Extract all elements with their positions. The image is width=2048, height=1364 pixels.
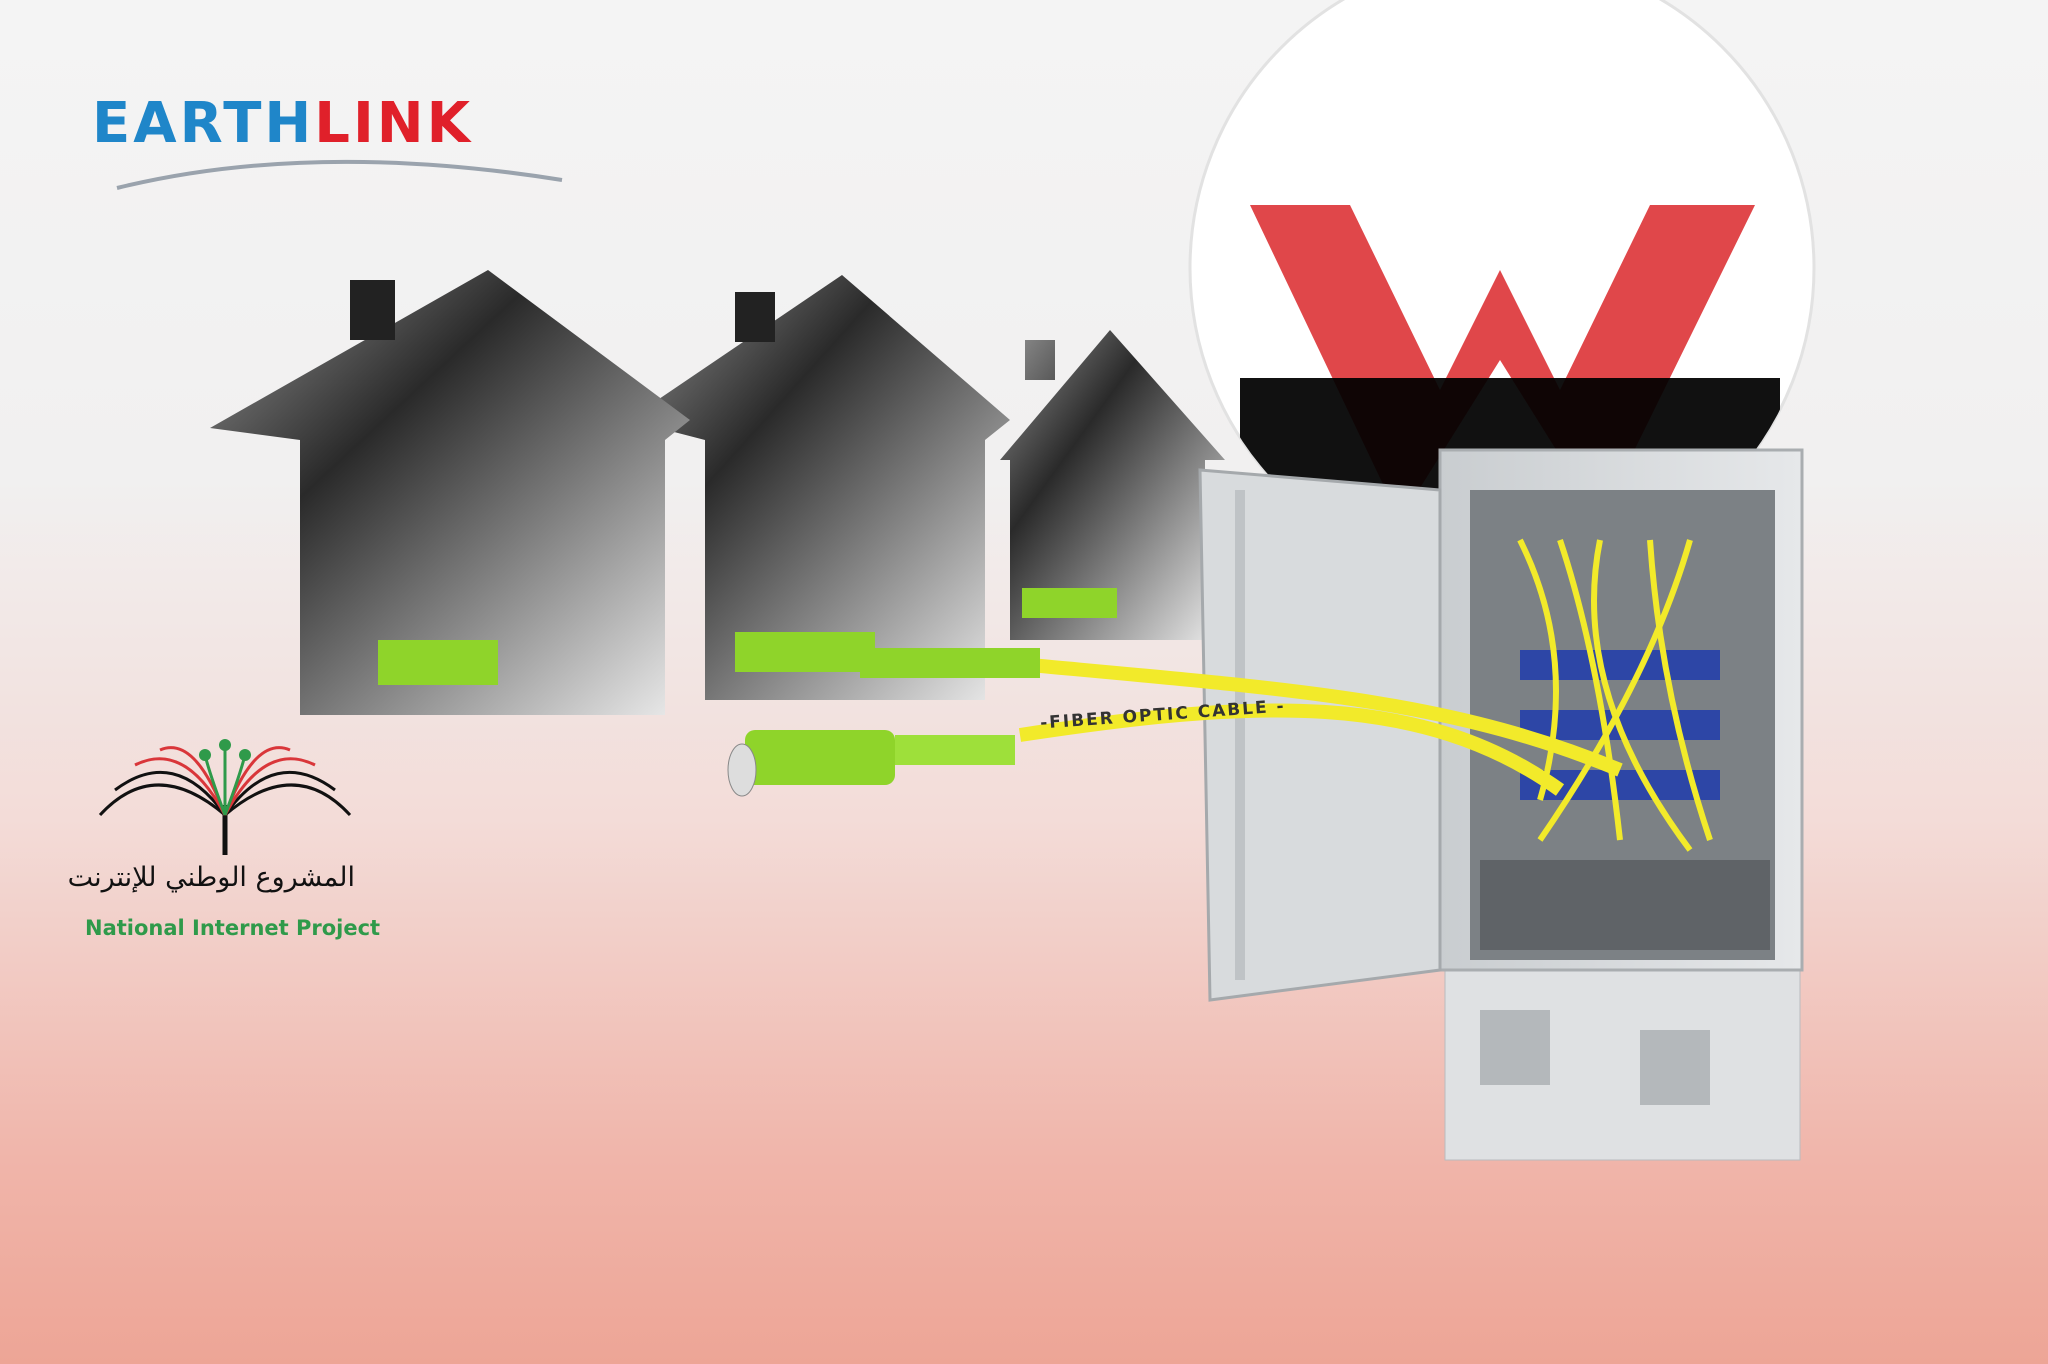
fiber-connector-icon: [727, 648, 1040, 797]
fiber-optic-cable: [1018, 658, 1623, 796]
fiber-tree-icon: [98, 739, 352, 855]
national-internet-project-logo: المشروع الوطني للإنترنت National Interne…: [67, 735, 380, 955]
house-icon: [628, 275, 1010, 700]
brand-name-part1: EARTH: [92, 91, 315, 156]
brand-name-part2: LINK: [314, 91, 474, 156]
brand-swoosh-icon: [116, 159, 563, 190]
house-icon: [210, 270, 690, 715]
fiber-cabinet: [1198, 448, 1804, 1161]
house-icon: [1000, 330, 1225, 640]
project-arabic-title: المشروع الوطني للإنترنت: [67, 862, 355, 893]
project-english-title: National Internet Project: [85, 916, 381, 940]
